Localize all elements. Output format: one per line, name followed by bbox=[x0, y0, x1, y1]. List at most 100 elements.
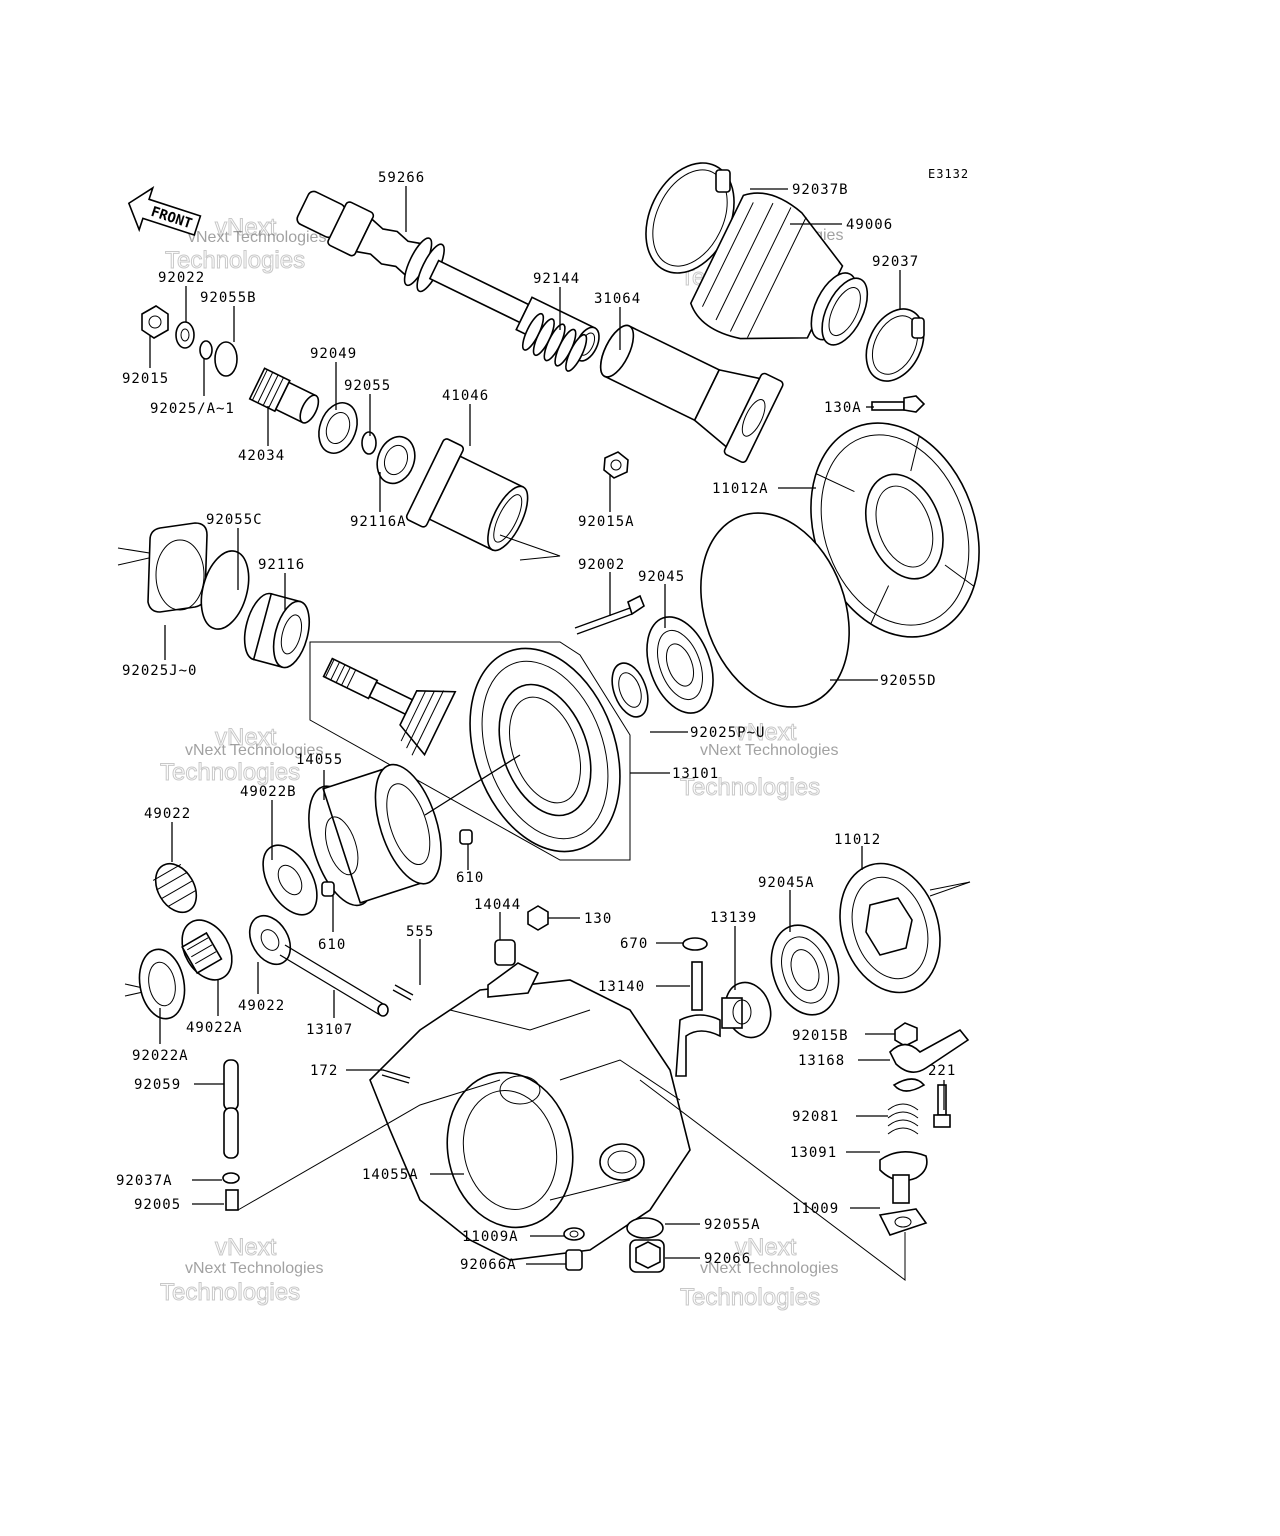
part-label-14055A: 14055A bbox=[362, 1167, 419, 1183]
part-label-11012A: 11012A bbox=[712, 481, 769, 497]
part-label-11009: 11009 bbox=[792, 1201, 839, 1217]
watermark-text: Technologies bbox=[680, 774, 820, 801]
part-label-49022A: 49022A bbox=[186, 1020, 243, 1036]
part-label-13107: 13107 bbox=[306, 1022, 353, 1038]
part-label-92015A: 92015A bbox=[578, 514, 635, 530]
final-gear-housing bbox=[369, 905, 691, 1261]
part-label-92025A: 92025/A~1 bbox=[150, 401, 235, 417]
part-label-92025J: 92025J~0 bbox=[122, 663, 197, 679]
watermark-bottom-left: vNext vNext Technologies Technologies bbox=[160, 1234, 324, 1307]
part-label-92002: 92002 bbox=[578, 557, 625, 573]
part-label-92055: 92055 bbox=[344, 378, 391, 394]
watermark-bottom-right: vNext vNext Technologies Technologies bbox=[680, 1234, 839, 1312]
part-label-92022A: 92022A bbox=[132, 1048, 189, 1064]
part-label-92045A: 92045A bbox=[758, 875, 815, 891]
part-label-130A: 130A bbox=[824, 400, 862, 416]
part-label-92037B: 92037B bbox=[792, 182, 849, 198]
part-label-92025P: 92025P~U bbox=[690, 725, 765, 741]
left-top-small-parts bbox=[141, 305, 561, 561]
part-label-130: 130 bbox=[584, 911, 612, 927]
part-label-11009A: 11009A bbox=[462, 1229, 519, 1245]
watermark-text: vNext bbox=[215, 724, 277, 751]
part-label-13091: 13091 bbox=[790, 1145, 837, 1161]
part-label-92116: 92116 bbox=[258, 557, 305, 573]
watermark-text: vNext bbox=[735, 719, 797, 746]
part-label-92116A: 92116A bbox=[350, 514, 407, 530]
watermark-mid-left: vNext vNext Technologies Technologies bbox=[160, 724, 324, 787]
ring-pinion-gear-set bbox=[309, 641, 631, 861]
diagram-code: E3132 bbox=[928, 167, 969, 181]
part-label-92045: 92045 bbox=[638, 569, 685, 585]
part-label-13101: 13101 bbox=[672, 766, 719, 782]
watermark-text: vNext bbox=[215, 214, 277, 241]
watermark-text: vNext bbox=[215, 1234, 277, 1261]
breather-tube bbox=[222, 1059, 240, 1211]
part-label-59266: 59266 bbox=[378, 170, 425, 186]
watermark-text: vNext Technologies bbox=[185, 742, 323, 759]
part-label-172: 172 bbox=[310, 1063, 338, 1079]
watermark-text: Technologies bbox=[680, 1284, 820, 1311]
part-label-31064: 31064 bbox=[594, 291, 641, 307]
watermark-text: vNext Technologies bbox=[700, 742, 838, 759]
part-label-13168: 13168 bbox=[798, 1053, 845, 1069]
watermark-text: Technologies bbox=[160, 1279, 300, 1306]
part-label-14044: 14044 bbox=[474, 897, 521, 913]
part-label-670: 670 bbox=[620, 936, 648, 952]
part-label-49022-top: 49022 bbox=[144, 806, 191, 822]
watermark-mid-right: vNext vNext Technologies Technologies bbox=[680, 719, 839, 802]
differential-cover bbox=[839, 862, 971, 994]
part-label-221: 221 bbox=[928, 1063, 956, 1079]
pinion-bearing-parts bbox=[574, 594, 714, 718]
part-labels: 59266 92037B 49006 92037 92022 92055B 92… bbox=[116, 170, 956, 1273]
part-label-13140: 13140 bbox=[598, 979, 645, 995]
side-bearing bbox=[770, 924, 840, 1016]
part-label-92055B: 92055B bbox=[200, 290, 257, 306]
shift-fork bbox=[675, 939, 721, 1077]
part-label-92015: 92015 bbox=[122, 371, 169, 387]
part-label-13139: 13139 bbox=[710, 910, 757, 926]
part-label-49006: 49006 bbox=[846, 217, 893, 233]
part-label-92005: 92005 bbox=[134, 1197, 181, 1213]
part-label-92049: 92049 bbox=[310, 346, 357, 362]
dog-clutch bbox=[721, 981, 772, 1039]
part-label-92066A: 92066A bbox=[460, 1257, 517, 1273]
part-label-555: 555 bbox=[406, 924, 434, 940]
pinion-shaft bbox=[279, 944, 414, 1017]
rear-cover-assembly bbox=[700, 395, 980, 708]
drive-shaft-assembly bbox=[296, 190, 784, 479]
part-label-92144: 92144 bbox=[533, 271, 580, 287]
pinion-end-parts bbox=[117, 522, 311, 669]
watermark-text: vNext Technologies bbox=[188, 229, 326, 246]
o-ring-670 bbox=[682, 937, 708, 951]
part-label-14055: 14055 bbox=[296, 752, 343, 768]
thrust-washer bbox=[124, 948, 186, 1020]
watermark-top-left: vNext vNext Technologies Technologies bbox=[165, 214, 327, 275]
part-label-92055A: 92055A bbox=[704, 1217, 761, 1233]
leader-lines bbox=[149, 186, 945, 1265]
part-label-92037A: 92037A bbox=[116, 1173, 173, 1189]
watermark-text: vNext Technologies bbox=[185, 1260, 323, 1277]
part-label-92015B: 92015B bbox=[792, 1028, 849, 1044]
front-arrow-icon: FRONT bbox=[127, 186, 202, 237]
boot-assembly bbox=[645, 162, 925, 382]
shift-arm-assembly bbox=[878, 1022, 970, 1236]
part-label-92066: 92066 bbox=[704, 1251, 751, 1267]
part-label-610-b: 610 bbox=[318, 937, 346, 953]
part-label-41046: 41046 bbox=[442, 388, 489, 404]
part-label-49022-bot: 49022 bbox=[238, 998, 285, 1014]
part-label-92055C: 92055C bbox=[206, 512, 263, 528]
spider-gears bbox=[152, 844, 318, 981]
drain-plug-parts bbox=[563, 1217, 665, 1273]
watermark-text: Technologies bbox=[160, 759, 300, 786]
part-label-92059: 92059 bbox=[134, 1077, 181, 1093]
part-label-11012: 11012 bbox=[834, 832, 881, 848]
part-label-92081: 92081 bbox=[792, 1109, 839, 1125]
part-label-42034: 42034 bbox=[238, 448, 285, 464]
part-label-92055D: 92055D bbox=[880, 673, 937, 689]
differential-case bbox=[308, 754, 521, 907]
watermark-text: vNext Technologies bbox=[700, 1260, 838, 1277]
watermark-text: Technologies bbox=[165, 247, 305, 274]
part-label-610-a: 610 bbox=[456, 870, 484, 886]
part-label-92037: 92037 bbox=[872, 254, 919, 270]
